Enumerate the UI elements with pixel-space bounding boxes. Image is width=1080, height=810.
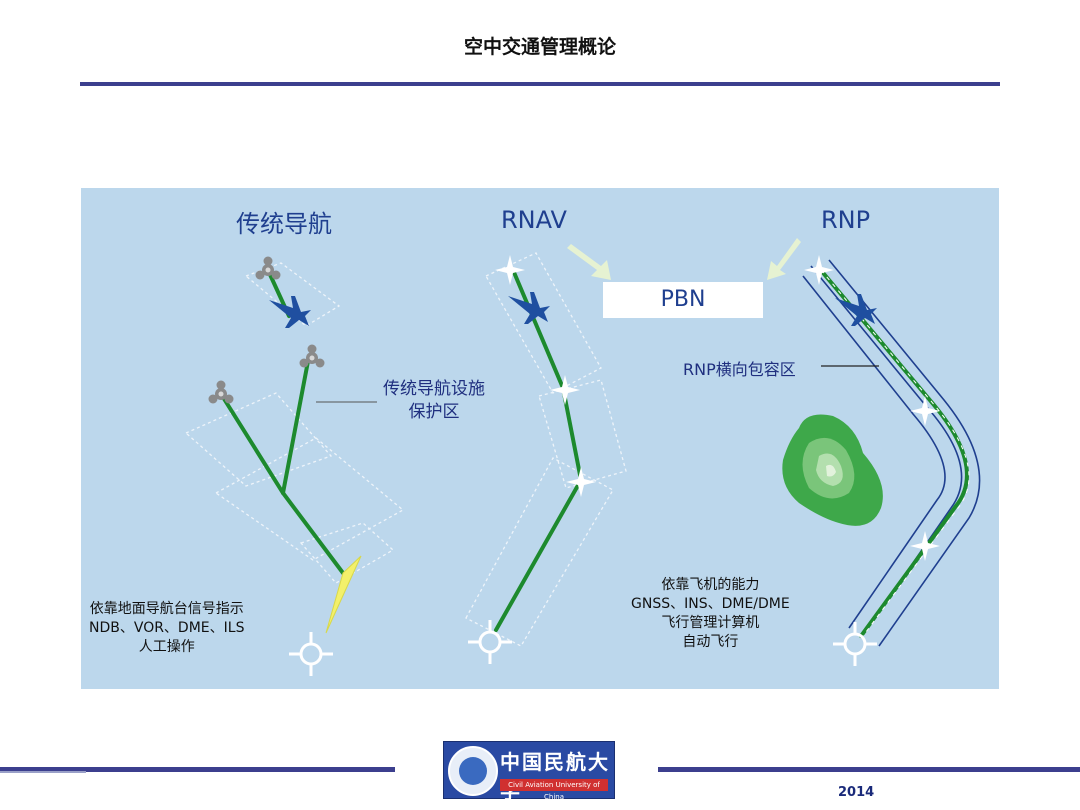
diagram-graphics — [184, 238, 981, 678]
waypoint-icon — [550, 375, 580, 405]
university-logo: 中国民航大学 Civil Aviation University of Chin… — [443, 741, 615, 803]
waypoint-icon — [910, 396, 940, 426]
rnp-route-centerline — [820, 269, 970, 637]
runway-threshold-icon — [831, 620, 879, 668]
conventional-note: 依靠地面导航台信号指示 NDB、VOR、DME、ILS 人工操作 — [89, 601, 245, 655]
runway-threshold-icon — [287, 630, 335, 678]
rnav-corridors — [465, 252, 627, 647]
navaid-icon — [299, 344, 325, 368]
header-divider — [80, 82, 1000, 86]
rnav-title: RNAV — [501, 206, 567, 234]
footer-divider-left — [0, 767, 395, 772]
footer-year: 2014 — [838, 785, 875, 800]
aircraft-icon — [835, 294, 877, 326]
terrain-obstacle — [782, 414, 883, 526]
page-title: 空中交通管理概论 — [463, 36, 616, 58]
logo-name-en: Civil Aviation University of China — [500, 779, 608, 801]
rnp-containment-label: RNP横向包容区 — [683, 360, 796, 379]
footer-divider-accent — [0, 771, 86, 773]
pbn-arrows — [567, 238, 801, 280]
navaid-icon — [255, 256, 281, 280]
footer-divider-right — [658, 767, 1080, 772]
aircraft-icon — [508, 292, 550, 324]
university-seal-icon — [448, 746, 498, 796]
pbn-label: PBN — [603, 282, 763, 318]
runway-threshold-icon — [466, 618, 514, 666]
rnp-title: RNP — [821, 206, 871, 234]
protection-area-label: 传统导航设施 保护区 — [383, 379, 485, 422]
rnav-note: 依靠飞机的能力 GNSS、INS、DME/DME 飞行管理计算机 自动飞行 — [631, 577, 790, 650]
navigation-diagram: 传统导航 RNAV RNP PBN 传统导航设施 保护区 RNP横向包容区 依靠… — [81, 188, 999, 689]
localizer-beam — [325, 555, 362, 634]
conventional-title: 传统导航 — [236, 210, 332, 238]
waypoint-icon — [566, 467, 596, 497]
routes — [219, 266, 969, 638]
navaid-icon — [208, 380, 234, 404]
